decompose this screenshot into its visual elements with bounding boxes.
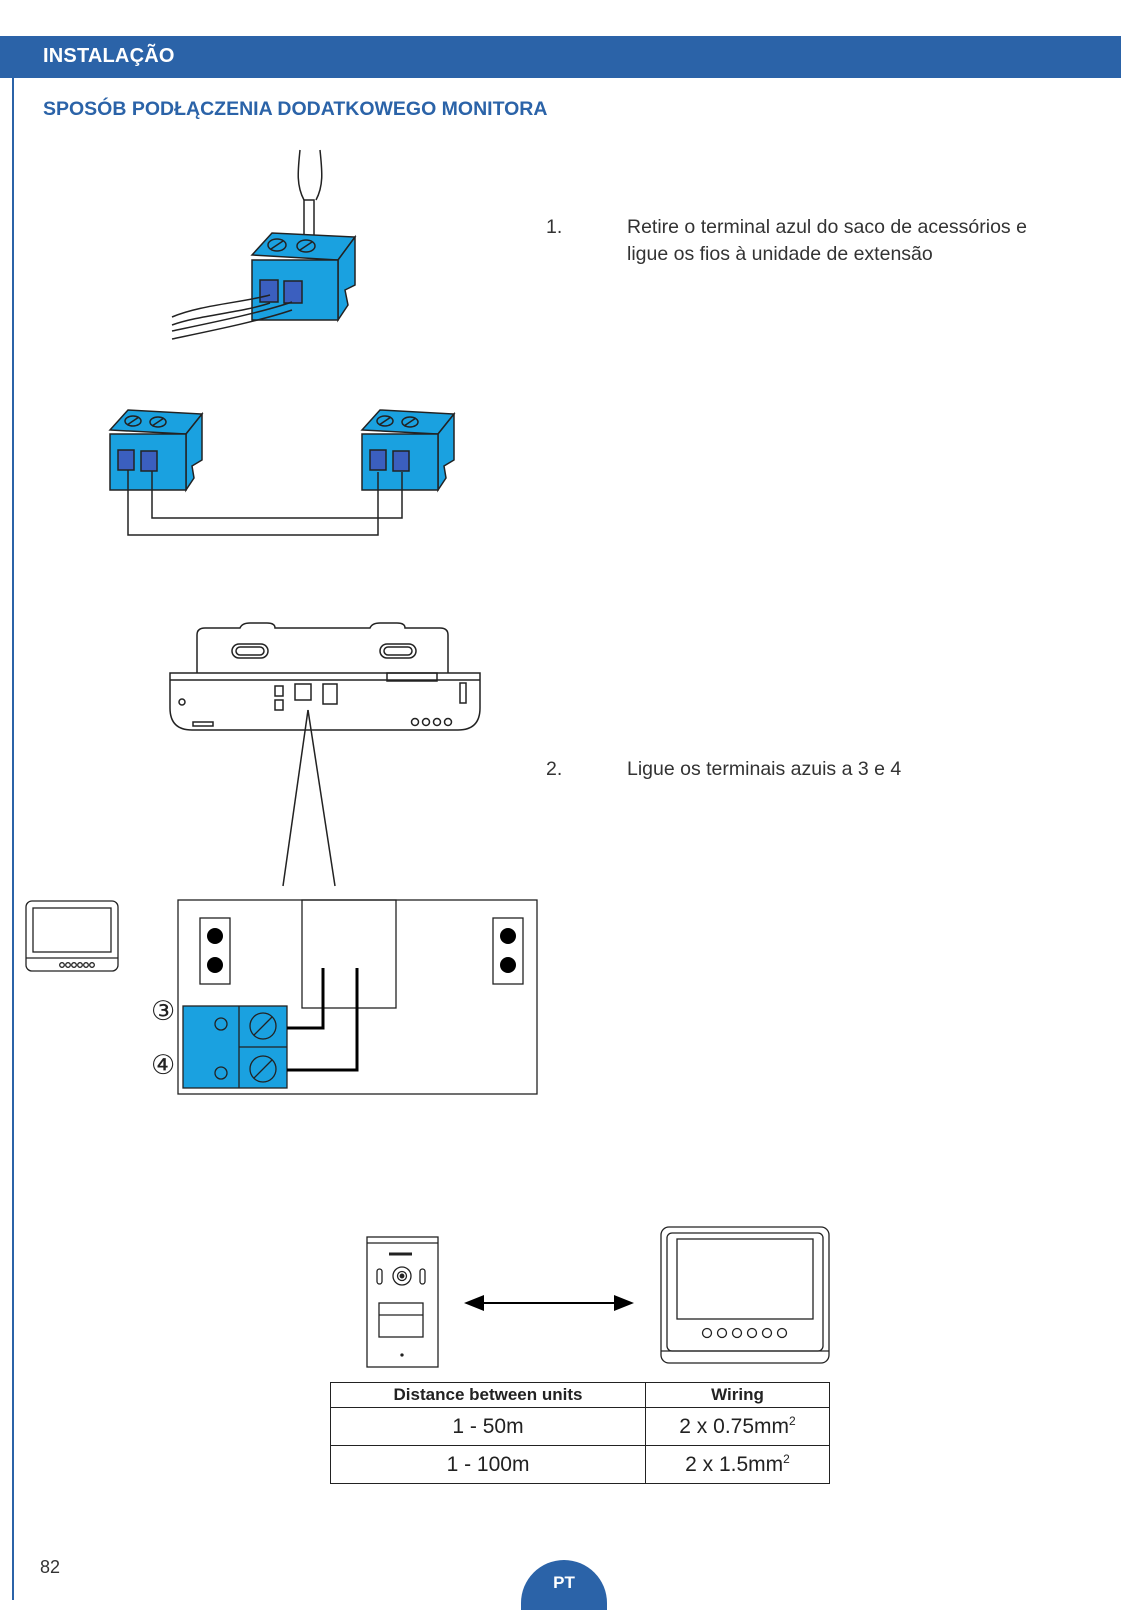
monitor-back-diagram: [169, 622, 481, 887]
door-station-icon: [366, 1236, 439, 1368]
wiring-table: Distance between units Wiring 1 - 50m 2 …: [330, 1382, 830, 1484]
distance-cell: 1 - 50m: [330, 1407, 646, 1446]
monitor-icon: [660, 1226, 830, 1364]
screwdriver-terminal-diagram: [171, 149, 357, 340]
terminal-block-icon: [182, 1005, 288, 1089]
step-1-number: 1.: [546, 216, 563, 238]
distance-cell: 1 - 100m: [330, 1445, 646, 1484]
terminal-block-icon: [250, 232, 357, 323]
header-title: INSTALAÇÃO: [43, 45, 175, 67]
page-number: 82: [40, 1557, 61, 1577]
terminal-label-3: ③: [151, 996, 175, 1027]
wiring-cell: 2 x 1.5mm2: [645, 1445, 830, 1484]
table-row: 1 - 50m 2 x 0.75mm2: [330, 1407, 830, 1446]
step-2-number: 2.: [546, 758, 563, 780]
wiring-value: 2 x 1.5mm: [685, 1453, 784, 1476]
terminal-connection-diagram: ③ ④: [25, 899, 538, 1095]
terminal-block-icon: [108, 409, 204, 493]
monitor-icon: [25, 900, 119, 972]
double-arrow-icon: [464, 1295, 634, 1311]
left-margin-rule: [12, 36, 14, 1600]
terminal-label-4: ④: [151, 1050, 175, 1081]
header-wiring: Wiring: [645, 1382, 830, 1408]
wiring-exponent: 2: [789, 1414, 796, 1428]
terminal-block-icon: [360, 409, 456, 493]
wiring-cell: 2 x 0.75mm2: [645, 1407, 830, 1446]
wiring-exponent: 2: [783, 1452, 790, 1466]
language-label: PT: [553, 1573, 575, 1592]
two-terminal-blocks-diagram: [108, 409, 456, 536]
language-tab: PT: [521, 1560, 607, 1610]
wiring-value: 2 x 0.75mm: [679, 1415, 790, 1438]
table-header-row: Distance between units Wiring: [330, 1382, 830, 1408]
header-distance: Distance between units: [330, 1382, 646, 1408]
step-2-text: Ligue os terminais azuis a 3 e 4: [627, 758, 902, 780]
section-title: SPOSÓB PODŁĄCZENIA DODATKOWEGO MONITORA: [43, 98, 548, 120]
table-row: 1 - 100m 2 x 1.5mm2: [330, 1445, 830, 1484]
step-1-text: Retire o terminal azul do saco de acessó…: [627, 216, 1027, 265]
system-overview-diagram: [366, 1226, 830, 1368]
header-bar: INSTALAÇÃO: [0, 36, 1121, 78]
